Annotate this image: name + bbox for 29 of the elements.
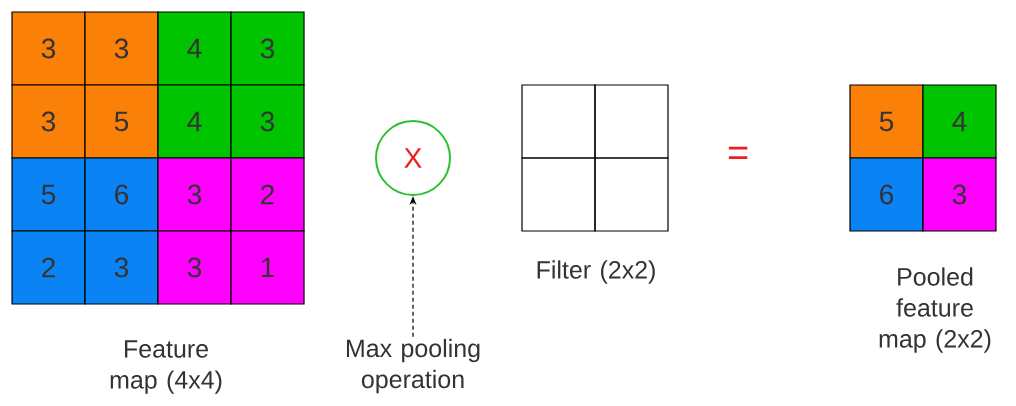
caption: Pooled feature map (2x2) — [879, 267, 991, 353]
grid-cell: 4 — [157, 84, 232, 159]
grid-cell: 5 — [84, 84, 159, 159]
caption: Feature map (4x4) — [110, 340, 222, 394]
equals-sign: = — [728, 146, 748, 159]
grid-cell: 4 — [157, 11, 232, 86]
grid-cell: 3 — [11, 84, 86, 159]
grid-cell: 2 — [11, 230, 86, 305]
operation-label: Max pooling operation — [346, 338, 480, 394]
grid-cell: 6 — [84, 157, 159, 232]
grid-cell: 6 — [849, 157, 924, 232]
grid-cell: 3 — [230, 84, 305, 159]
grid-cell: 2 — [230, 157, 305, 232]
filter-cell — [594, 84, 669, 159]
grid-cell: 3 — [84, 230, 159, 305]
caption: Filter (2x2) — [537, 260, 655, 284]
grid-cell: 3 — [922, 157, 997, 232]
grid-cell: 5 — [11, 157, 86, 232]
grid-cell: 5 — [849, 84, 924, 159]
grid-cell: 1 — [230, 230, 305, 305]
grid-cell: 3 — [157, 157, 232, 232]
grid-cell: 3 — [230, 11, 305, 86]
filter-cell — [521, 157, 596, 232]
grid-cell: 3 — [11, 11, 86, 86]
filter-cell — [594, 157, 669, 232]
grid-cell: 3 — [157, 230, 232, 305]
grid-cell: 4 — [922, 84, 997, 159]
filter-cell — [521, 84, 596, 159]
grid-cell: 3 — [84, 11, 159, 86]
